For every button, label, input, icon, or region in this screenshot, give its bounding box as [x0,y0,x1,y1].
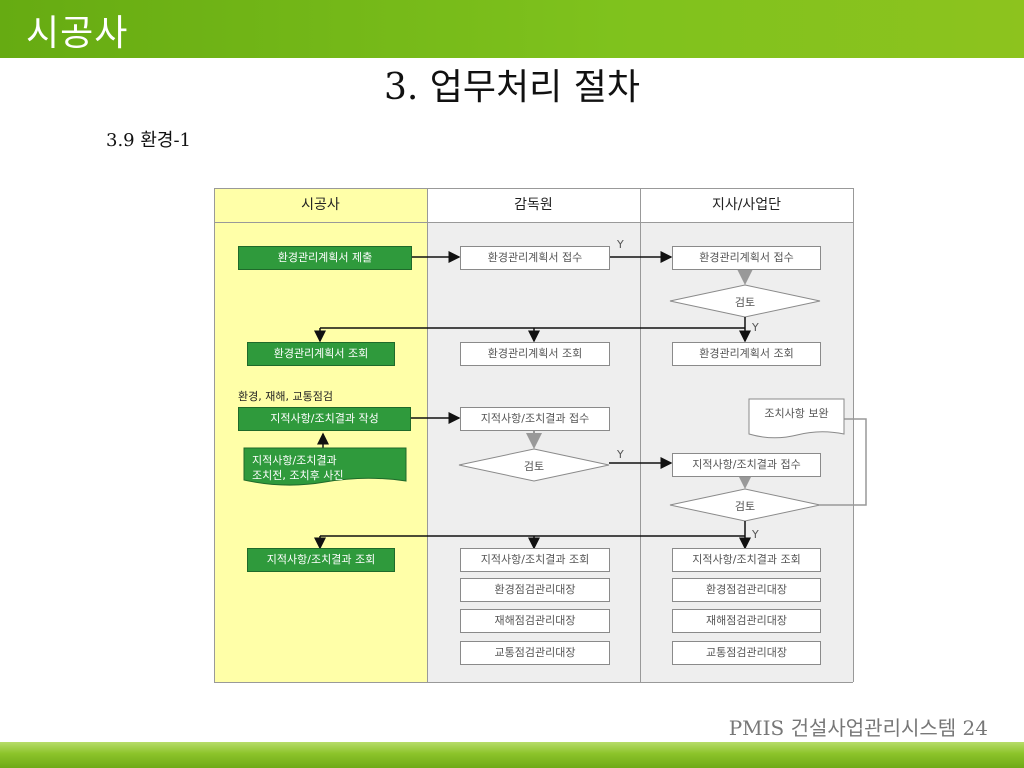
yes-label: Y [752,321,759,334]
branch-receive-plan-box: 환경관리계획서 접수 [672,246,821,270]
lane-divider [427,188,428,682]
branch-traffic-ledger-box: 교통점검관리대장 [672,641,821,665]
branch-view-result-box: 지적사항/조치결과 조회 [672,548,821,572]
lane-divider [640,188,641,682]
photo-note-line2: 조치전, 조치후 사진 [252,469,344,482]
contractor-view-plan-box: 환경관리계획서 조회 [247,342,395,366]
footer-text: PMIS 건설사업관리시스템 24 [728,716,988,740]
header-title: 시공사 [26,13,129,54]
photo-note-line1: 지적사항/조치결과 [252,454,337,467]
page-title: 3. 업무처리 절차 [384,67,640,108]
supervisor-review-decision: 검토 [523,460,545,473]
supervisor-receive-result-box: 지적사항/조치결과 접수 [460,407,610,431]
supervisor-view-result-box: 지적사항/조치결과 조회 [460,548,610,572]
footer-bar [0,742,1024,768]
branch-env-ledger-box: 환경점검관리대장 [672,578,821,602]
contractor-submit-plan-box: 환경관리계획서 제출 [238,246,412,270]
supervisor-traffic-ledger-box: 교통점검관리대장 [460,641,610,665]
lane-divider [853,188,854,682]
lane-header-branch: 지사/사업단 [640,188,853,222]
supervisor-env-ledger-box: 환경점검관리대장 [460,578,610,602]
yes-label: Y [617,238,624,251]
supervisor-view-plan-box: 환경관리계획서 조회 [460,342,610,366]
diagram-header-divider [214,222,853,223]
branch-receive-result-box: 지적사항/조치결과 접수 [672,453,821,477]
yes-label: Y [617,448,624,461]
branch-view-plan-box: 환경관리계획서 조회 [672,342,821,366]
contractor-write-result-box: 지적사항/조치결과 작성 [238,407,411,431]
branch-review-result-decision: 검토 [734,500,756,513]
yes-label: Y [752,528,759,541]
supervisor-receive-plan-box: 환경관리계획서 접수 [460,246,610,270]
inspection-label: 환경, 재해, 교통점검 [238,390,333,403]
lane-divider [214,188,215,682]
lane-header-contractor: 시공사 [214,188,427,222]
lane-header-supervisor: 감독원 [427,188,640,222]
supervisor-disaster-ledger-box: 재해점검관리대장 [460,609,610,633]
header-bar [0,0,1024,58]
supplement-note: 조치사항 보완 [764,407,829,420]
diagram-bottom-border [214,682,853,683]
contractor-view-result-box: 지적사항/조치결과 조회 [247,548,395,572]
branch-review-plan-decision: 검토 [734,296,756,309]
branch-disaster-ledger-box: 재해점검관리대장 [672,609,821,633]
diagram-top-border [214,188,853,189]
section-subtitle: 3.9 환경-1 [106,130,192,151]
